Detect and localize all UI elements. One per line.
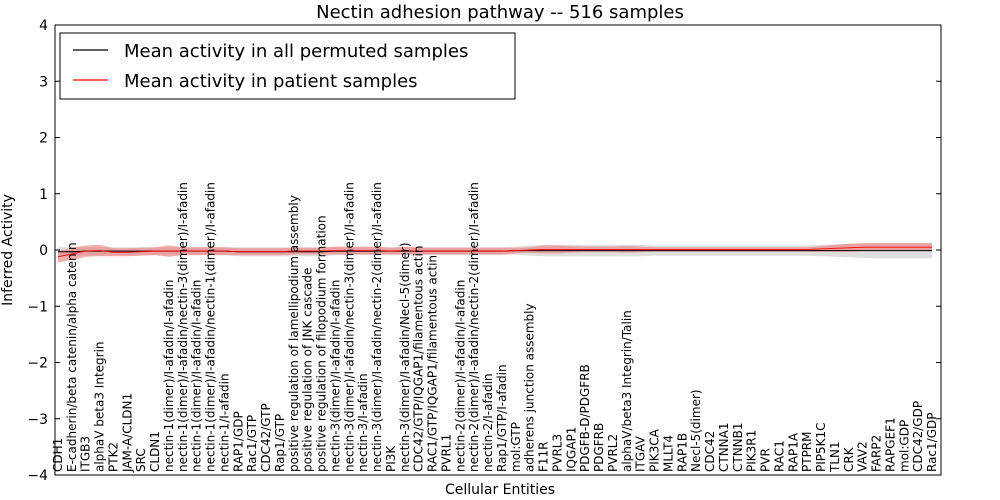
y-tick-label: 1	[39, 187, 48, 203]
x-tick-label: positive regulation of lamellipodium ass…	[287, 195, 301, 472]
band-series-1	[58, 243, 932, 263]
x-tick-label: PDGFRB	[592, 423, 606, 472]
x-tick-label: adherens junction assembly	[523, 303, 537, 472]
x-tick-label: nectin-3(dimer)/I-afadin/nectin-3(dimer)…	[342, 182, 356, 472]
x-tick-label: CDC42/GTP	[259, 403, 273, 472]
y-axis-label: Inferred Activity	[0, 194, 16, 306]
x-tick-label: Rap1/GTP/I-afadin	[495, 364, 509, 472]
x-tick-label: nectin-1(dimer)/I-afadin/nectin-3(dimer)…	[176, 182, 190, 472]
x-tick-label: nectin-3(dimer)/I-afadin/nectin-2(dimer)…	[370, 182, 384, 472]
x-tick-label: RAP1B	[675, 433, 689, 472]
x-tick-label: CDC42/GDP	[911, 401, 925, 472]
x-tick-label: nectin-1(dimer)/I-afadin/nectin-1(dimer)…	[204, 182, 218, 472]
x-tick-label: RAC1/GTP/IQGAP1/filamentous actin	[426, 255, 440, 472]
x-tick-label: PVRL3	[550, 434, 564, 472]
x-tick-label: CLDN1	[148, 431, 162, 472]
x-tick-label: mol:GTP	[509, 422, 523, 472]
x-tick-label: nectin-2/I-afadin	[481, 373, 495, 472]
x-tick-label: positive regulation of JNK cascade	[301, 268, 315, 472]
x-tick-label: RAC1	[772, 440, 786, 472]
x-tick-label: RAP1/GDP	[231, 411, 245, 472]
x-tick-label: CTNNB1	[731, 422, 745, 472]
x-tick-label: VAV2	[856, 441, 870, 472]
x-tick-label: RAPGEF1	[883, 417, 897, 472]
y-tick-label: −1	[27, 299, 48, 315]
x-tick-label: nectin-2(dimer)/I-afadin/I-afadin	[453, 280, 467, 472]
x-tick-label: PVRL2	[606, 434, 620, 472]
x-tick-label: PVRL1	[439, 434, 453, 472]
x-tick-label: Rac1/GTP	[245, 415, 259, 472]
legend-label-patient: Mean activity in patient samples	[124, 71, 418, 92]
x-tick-label: Rac1/GDP	[925, 413, 939, 472]
x-tick-label: nectin-3(dimer)/I-afadin/Necl-5(dimer)	[398, 242, 412, 472]
x-tick-label: CDC42/GTP/IQGAP1/filamentous actin	[412, 246, 426, 472]
x-tick-label: JAM-A/CLDN1	[120, 393, 134, 473]
x-tick-label: PIK3CA	[648, 428, 662, 472]
x-tick-label: mol:GDP	[897, 420, 911, 472]
x-tick-label: positive regulation of filopodium format…	[315, 215, 329, 472]
x-tick-label: nectin-2(dimer)/I-afadin/nectin-2(dimer)…	[467, 182, 481, 472]
x-tick-label: PIP5K1C	[814, 422, 828, 472]
y-axis: 4 3 2 1 0 −1 −2 −3 −4	[27, 18, 941, 484]
x-tick-label: CTNNA1	[717, 422, 731, 472]
legend-box	[59, 32, 516, 100]
chart-title: Nectin adhesion pathway -- 516 samples	[316, 2, 684, 23]
x-tick-label: alphaV beta3 Integrin	[93, 341, 107, 472]
x-tick-label: nectin-1(dimer)/I-afadin/I-afadin	[162, 280, 176, 472]
legend: Mean activity in all permuted samples Me…	[59, 32, 516, 100]
x-tick-label: MLLT4	[661, 435, 675, 472]
legend-label-permuted: Mean activity in all permuted samples	[124, 41, 468, 62]
x-tick-label: nectin-3(dimer)/I-afadin/I-afadin	[329, 280, 343, 472]
series-lines	[57, 246, 932, 258]
x-tick-label: PTPRM	[800, 432, 814, 473]
x-tick-label: nectin-3/I-afadin	[356, 373, 370, 472]
x-tick-label: FARP2	[870, 435, 884, 472]
x-tick-label: CDH1	[51, 438, 65, 472]
x-tick-label: nectin-1(dimer)/I-afadin/I-afadin	[190, 280, 204, 472]
y-tick-label: 0	[39, 243, 48, 259]
y-tick-label: −4	[27, 468, 48, 484]
x-tick-label: PVR	[759, 448, 773, 472]
x-tick-label: PIK3R1	[745, 430, 759, 472]
x-tick-label: E-cadherin/beta catenin/alpha catenin	[65, 242, 79, 472]
x-tick-label: IQGAP1	[564, 427, 578, 472]
x-tick-label: ITGB3	[79, 436, 93, 472]
y-tick-label: 2	[39, 131, 48, 147]
line-series-1	[57, 246, 932, 258]
y-tick-label: −2	[27, 356, 48, 372]
x-tick-label: F11R	[537, 441, 551, 472]
y-tick-label: −3	[27, 412, 48, 428]
x-tick-label: CRK	[842, 446, 856, 472]
x-tick-label: PDGFB-D/PDGFRB	[578, 364, 592, 472]
x-tick-label: PTK2	[107, 442, 121, 472]
confidence-bands	[58, 242, 932, 263]
x-axis-label: Cellular Entities	[445, 482, 555, 498]
y-tick-label: 4	[39, 18, 48, 34]
x-tick-label: ITGAV	[634, 435, 648, 472]
x-tick-label: Rap1/GTP	[273, 414, 287, 472]
x-tick-label: nectin-1/I-afadin	[218, 373, 232, 472]
x-tick-label: Necl-5(dimer)	[689, 389, 703, 472]
x-tick-label: CDC42	[703, 431, 717, 472]
y-tick-label: 3	[39, 74, 48, 90]
x-tick-label: SRC	[134, 448, 148, 472]
x-tick-label: RAP1A	[786, 432, 800, 472]
x-tick-label: alphaV/beta3 Integrin/Talin	[620, 310, 634, 472]
x-tick-label: PI3K	[384, 445, 398, 472]
x-tick-label: TLN1	[828, 441, 842, 473]
